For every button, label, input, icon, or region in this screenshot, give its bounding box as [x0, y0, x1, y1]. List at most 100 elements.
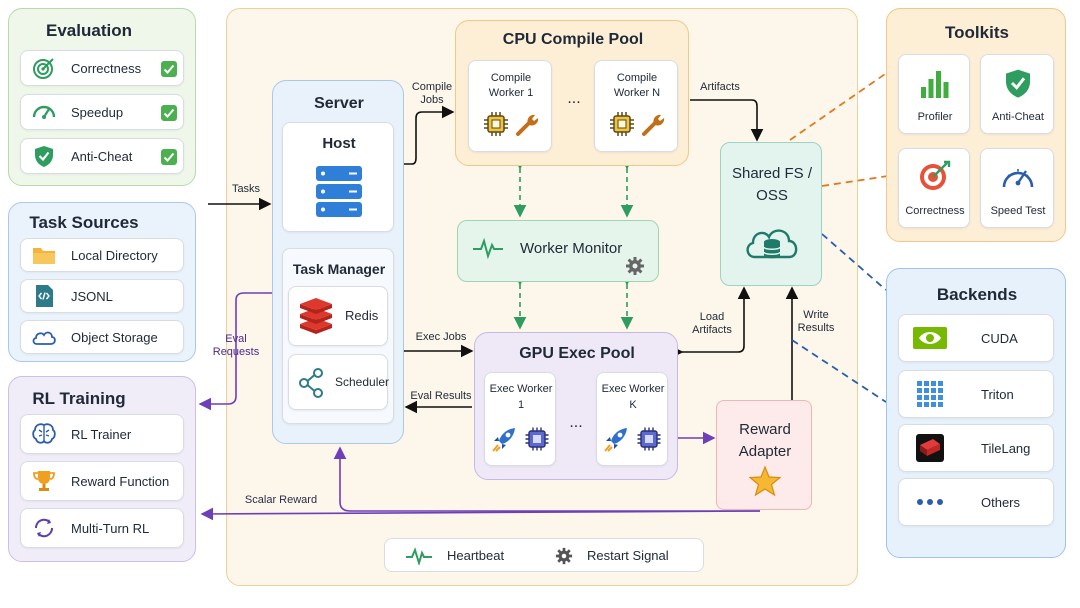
worker-monitor-label: Worker Monitor	[520, 240, 623, 257]
evaluation-item-correctness[interactable]: Correctness	[20, 50, 184, 86]
eval-requests-arrow	[198, 286, 284, 411]
reward-adapter[interactable]: Reward Adapter	[716, 400, 812, 510]
evaluation-item-label: Correctness	[71, 60, 142, 76]
backend-label: Triton	[981, 386, 1014, 402]
rl-item-multi-turn[interactable]: Multi-Turn RL	[20, 508, 184, 548]
rl-item-reward-function[interactable]: Reward Function	[20, 461, 184, 501]
compile-jobs-label: Compile Jobs	[411, 81, 453, 106]
legend-bar: Heartbeat Restart Signal	[384, 538, 704, 572]
evaluation-item-label: Speedup	[71, 104, 124, 120]
toolkits-link-2	[821, 175, 889, 187]
cycle-icon	[31, 515, 57, 541]
evaluation-item-speedup[interactable]: Speedup	[20, 94, 184, 130]
tilelang-logo-icon	[913, 434, 947, 462]
share-nodes-icon	[299, 368, 325, 398]
cpu-chip-icon	[609, 111, 635, 137]
backend-triton[interactable]: Triton	[898, 370, 1054, 418]
worker-monitor[interactable]: Worker Monitor	[457, 220, 659, 282]
toolkit-label: Anti-Cheat	[992, 111, 1044, 123]
exec-worker-last[interactable]: Exec Worker K	[596, 372, 668, 466]
redis-card[interactable]: Redis	[288, 286, 388, 346]
compile-worker-label: Compile Worker 1	[488, 72, 534, 99]
toolkit-profiler[interactable]: Profiler	[898, 54, 970, 134]
toolkit-label: Profiler	[917, 111, 953, 123]
exec-worker-first[interactable]: Exec Worker 1	[484, 372, 556, 466]
heartbeat-icon	[405, 547, 433, 565]
cpu-pool-ellipsis: ...	[567, 90, 581, 107]
redis-label: Redis	[345, 308, 379, 323]
backend-tilelang[interactable]: TileLang	[898, 424, 1054, 472]
folder-icon	[31, 242, 57, 268]
exec-worker-label: Exec Worker 1	[489, 383, 553, 411]
toolkits-title: Toolkits	[945, 23, 1009, 42]
target-icon	[918, 159, 952, 193]
load-artifacts-label: Load Artifacts	[692, 311, 732, 336]
host-card[interactable]: Host	[282, 122, 394, 232]
backend-label: TileLang	[981, 440, 1031, 456]
speedometer-icon	[1000, 161, 1036, 191]
brain-icon	[31, 421, 57, 447]
host-title: Host	[322, 135, 356, 152]
backends-link-2	[791, 339, 887, 403]
cpu-pool-title: CPU Compile Pool	[502, 31, 644, 48]
toolkit-correctness[interactable]: Correctness	[898, 148, 970, 228]
legend-restart-label: Restart Signal	[587, 548, 669, 563]
checkbox-checked-icon	[161, 105, 177, 121]
rl-item-label: Multi-Turn RL	[71, 520, 150, 536]
shared-fs-label: Shared FS / OSS	[731, 165, 813, 204]
cloud-icon	[31, 324, 57, 350]
scheduler-card[interactable]: Scheduler	[288, 354, 390, 410]
evaluation-title: Evaluation	[46, 21, 132, 40]
legend-heartbeat-label: Heartbeat	[447, 548, 505, 563]
scheduler-label: Scheduler	[335, 375, 390, 389]
rl-item-label: Reward Function	[71, 473, 170, 489]
evaluation-item-anti-cheat[interactable]: Anti-Cheat	[20, 138, 184, 174]
gear-icon	[625, 256, 645, 276]
code-file-icon	[31, 283, 57, 309]
task-source-object-storage[interactable]: Object Storage	[20, 320, 184, 354]
cpu-chip-icon	[483, 111, 509, 137]
bar-chart-icon	[919, 69, 951, 99]
task-source-label: JSONL	[71, 288, 113, 304]
reward-adapter-label: Reward Adapter	[738, 421, 792, 460]
load-artifacts-arrow	[670, 286, 751, 359]
checkbox-checked-icon	[161, 149, 177, 165]
shield-check-icon	[1002, 67, 1034, 99]
shield-check-icon	[31, 143, 57, 169]
task-source-jsonl[interactable]: JSONL	[20, 279, 184, 313]
backends-link-1	[821, 233, 887, 291]
artifacts-arrow	[690, 99, 764, 142]
task-source-label: Object Storage	[71, 329, 158, 345]
redis-icon	[297, 297, 335, 335]
backend-others[interactable]: Others	[898, 478, 1054, 526]
shared-fs-oss[interactable]: Shared FS / OSS	[720, 142, 822, 286]
write-results-label: Write Results	[797, 309, 835, 334]
rl-item-rl-trainer[interactable]: RL Trainer	[20, 414, 184, 454]
compile-worker-last[interactable]: Compile Worker N	[594, 60, 678, 152]
task-source-label: Local Directory	[71, 247, 158, 263]
exec-worker-label: Exec Worker K	[601, 383, 665, 411]
gpu-pool-title: GPU Exec Pool	[519, 345, 635, 362]
gauge-icon	[31, 99, 57, 125]
eval-results-label: Eval Results	[410, 390, 472, 402]
toolkit-anti-cheat[interactable]: Anti-Cheat	[980, 54, 1054, 134]
evaluation-item-label: Anti-Cheat	[71, 148, 133, 164]
backend-cuda[interactable]: CUDA	[898, 314, 1054, 362]
artifacts-label: Artifacts	[700, 81, 740, 93]
target-icon	[31, 55, 57, 81]
grid-icon	[913, 381, 947, 407]
gpu-chip-icon	[637, 427, 661, 451]
more-dots-icon	[913, 489, 947, 515]
rocket-icon	[603, 425, 631, 453]
task-sources-title: Task Sources	[29, 213, 139, 232]
tasks-label: Tasks	[231, 183, 261, 195]
task-source-local-directory[interactable]: Local Directory	[20, 238, 184, 272]
server-rack-icon	[315, 165, 363, 219]
reward-to-server-arrow	[333, 446, 760, 512]
compile-worker-first[interactable]: Compile Worker 1	[468, 60, 552, 152]
heartbeat-icon	[472, 237, 504, 259]
toolkit-speed-test[interactable]: Speed Test	[980, 148, 1054, 228]
eval-requests-label: Eval Requests	[212, 333, 260, 358]
rocket-icon	[491, 425, 519, 453]
